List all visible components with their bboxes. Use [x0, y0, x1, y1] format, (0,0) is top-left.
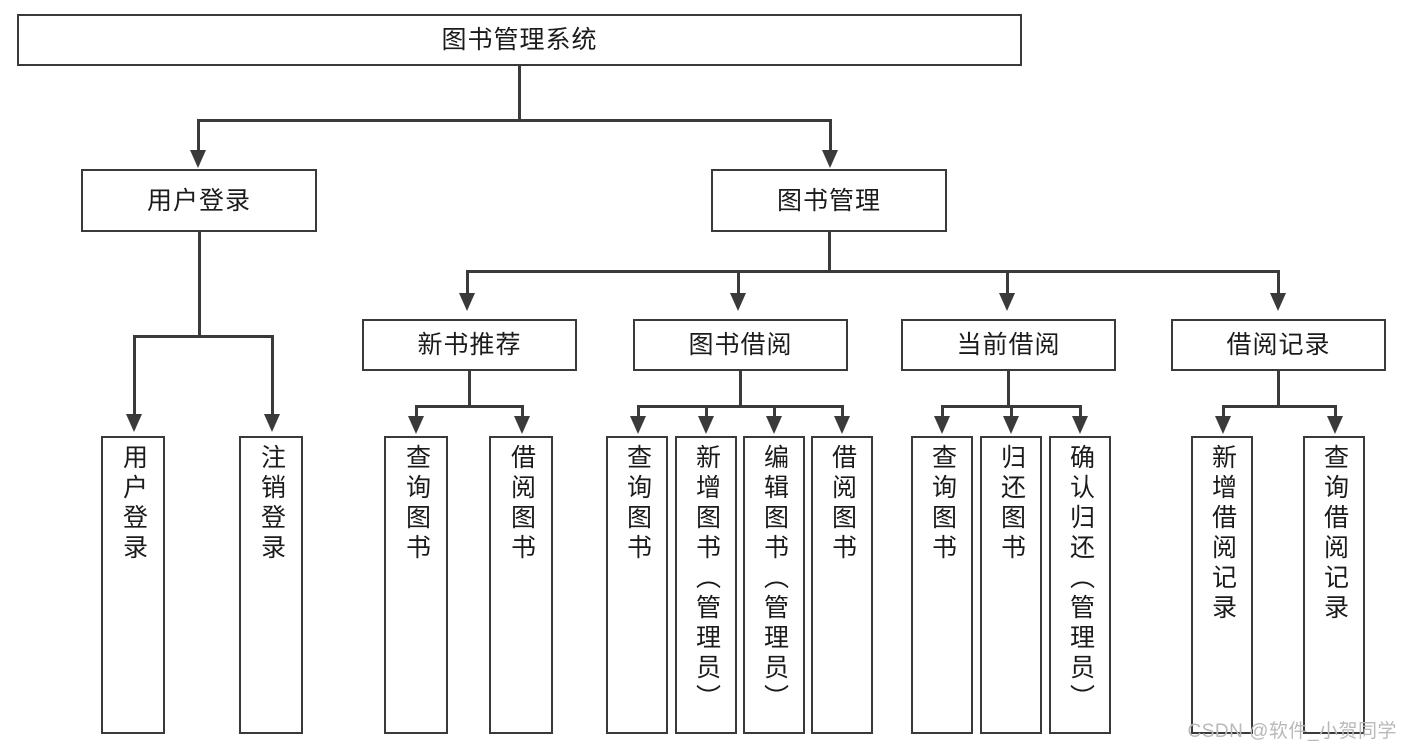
connector-root-to-book-management	[829, 119, 832, 151]
node-label: 查询借阅记录	[1320, 444, 1349, 624]
node-label: 图书借阅	[688, 331, 793, 359]
node-label: 用户登录	[146, 186, 251, 215]
connector-cb-to-leaf-2	[1010, 405, 1013, 417]
connector-book-borrow-stem	[739, 371, 742, 407]
connector-bb-to-leaf-4	[841, 405, 844, 417]
arrow-bm-to-borrow-record	[1270, 293, 1286, 311]
arrow-bm-to-new-book	[459, 293, 475, 311]
node-label: 新增图书（管理员）	[692, 444, 721, 714]
connector-root-to-user-login	[197, 119, 200, 151]
arrow-user-login-to-leaf-1	[126, 414, 142, 432]
node-label: 当前借阅	[956, 331, 1061, 359]
connector-bm-to-borrow-record	[1277, 270, 1280, 294]
connector-cb-to-leaf-1	[941, 405, 944, 417]
node-leaf-user-login[interactable]: 用户登录	[101, 436, 165, 734]
node-label: 借阅图书	[828, 444, 857, 564]
node-leaf-query-book-3[interactable]: 查询图书	[911, 436, 973, 734]
node-user-login[interactable]: 用户登录	[81, 169, 317, 232]
node-leaf-edit-book[interactable]: 编辑图书（管理员）	[743, 436, 805, 734]
arrow-bb-to-leaf-2	[698, 416, 714, 434]
node-label: 用户登录	[119, 444, 148, 564]
arrow-root-to-user-login	[190, 150, 206, 168]
connector-new-book-stem	[468, 371, 471, 407]
node-label: 查询图书	[623, 444, 652, 564]
connector-new-book-to-leaf-2	[521, 405, 524, 417]
arrow-user-login-to-leaf-2	[264, 414, 280, 432]
node-leaf-query-book-2[interactable]: 查询图书	[606, 436, 668, 734]
arrow-cb-to-leaf-1	[934, 416, 950, 434]
arrow-root-to-book-management	[822, 150, 838, 168]
arrow-new-book-to-leaf-1	[408, 416, 424, 434]
connector-bb-to-leaf-2	[705, 405, 708, 417]
arrow-new-book-to-leaf-2	[514, 416, 530, 434]
node-current-borrow[interactable]: 当前借阅	[901, 319, 1116, 371]
connector-borrow-record-bus	[1222, 405, 1336, 408]
node-leaf-add-record[interactable]: 新增借阅记录	[1191, 436, 1253, 734]
connector-user-login-to-leaf-2	[271, 335, 274, 415]
node-label: 新书推荐	[417, 331, 522, 359]
arrow-bm-to-current-borrow	[999, 293, 1015, 311]
node-root-system[interactable]: 图书管理系统	[17, 14, 1022, 66]
node-leaf-query-book-1[interactable]: 查询图书	[384, 436, 448, 734]
connector-root-bus	[197, 119, 831, 122]
arrow-bb-to-leaf-4	[834, 416, 850, 434]
node-label: 借阅记录	[1226, 331, 1331, 359]
arrow-cb-to-leaf-2	[1003, 416, 1019, 434]
arrow-br-to-leaf-2	[1327, 416, 1343, 434]
node-label: 确认归还（管理员）	[1066, 444, 1095, 714]
connector-user-login-bus	[133, 335, 273, 338]
connector-user-login-to-leaf-1	[133, 335, 136, 415]
node-label: 借阅图书	[507, 444, 536, 564]
node-label: 查询图书	[928, 444, 957, 564]
node-label: 图书管理	[776, 186, 881, 215]
connector-bm-to-current-borrow	[1006, 270, 1009, 294]
node-book-borrow[interactable]: 图书借阅	[633, 319, 848, 371]
node-label: 查询图书	[402, 444, 431, 564]
node-leaf-borrow-book-1[interactable]: 借阅图书	[489, 436, 553, 734]
arrow-bb-to-leaf-1	[630, 416, 646, 434]
csdn-watermark: CSDN @软件_小贺同学	[1187, 721, 1397, 742]
node-leaf-borrow-book-2[interactable]: 借阅图书	[811, 436, 873, 734]
connector-br-to-leaf-1	[1222, 405, 1225, 417]
connector-br-to-leaf-2	[1334, 405, 1337, 417]
connector-bb-to-leaf-1	[637, 405, 640, 417]
connector-cb-to-leaf-3	[1079, 405, 1082, 417]
connector-book-management-bus	[466, 270, 1279, 273]
connector-book-borrow-bus	[637, 405, 844, 408]
connector-bm-to-book-borrow	[737, 270, 740, 294]
node-label: 归还图书	[997, 444, 1026, 564]
connector-current-borrow-stem	[1007, 371, 1010, 407]
arrow-bm-to-book-borrow	[730, 293, 746, 311]
node-leaf-add-book[interactable]: 新增图书（管理员）	[675, 436, 737, 734]
connector-bb-to-leaf-3	[773, 405, 776, 417]
node-book-management[interactable]: 图书管理	[711, 169, 947, 232]
arrow-cb-to-leaf-3	[1072, 416, 1088, 434]
connector-book-management-stem	[828, 232, 831, 272]
connector-new-book-to-leaf-1	[415, 405, 418, 417]
node-leaf-logout[interactable]: 注销登录	[239, 436, 303, 734]
node-label: 图书管理系统	[441, 26, 598, 54]
connector-bm-to-new-book	[466, 270, 469, 294]
connector-new-book-bus	[415, 405, 523, 408]
arrow-br-to-leaf-1	[1215, 416, 1231, 434]
node-label: 编辑图书（管理员）	[760, 444, 789, 714]
connector-borrow-record-stem	[1277, 371, 1280, 407]
node-label: 注销登录	[257, 444, 286, 564]
node-leaf-return-book[interactable]: 归还图书	[980, 436, 1042, 734]
node-borrow-record[interactable]: 借阅记录	[1171, 319, 1386, 371]
arrow-bb-to-leaf-3	[766, 416, 782, 434]
node-leaf-confirm-return[interactable]: 确认归还（管理员）	[1049, 436, 1111, 734]
node-leaf-query-record[interactable]: 查询借阅记录	[1303, 436, 1365, 734]
connector-root-stem	[518, 66, 521, 121]
node-label: 新增借阅记录	[1208, 444, 1237, 624]
node-new-book-recommend[interactable]: 新书推荐	[362, 319, 577, 371]
connector-user-login-stem	[198, 232, 201, 337]
